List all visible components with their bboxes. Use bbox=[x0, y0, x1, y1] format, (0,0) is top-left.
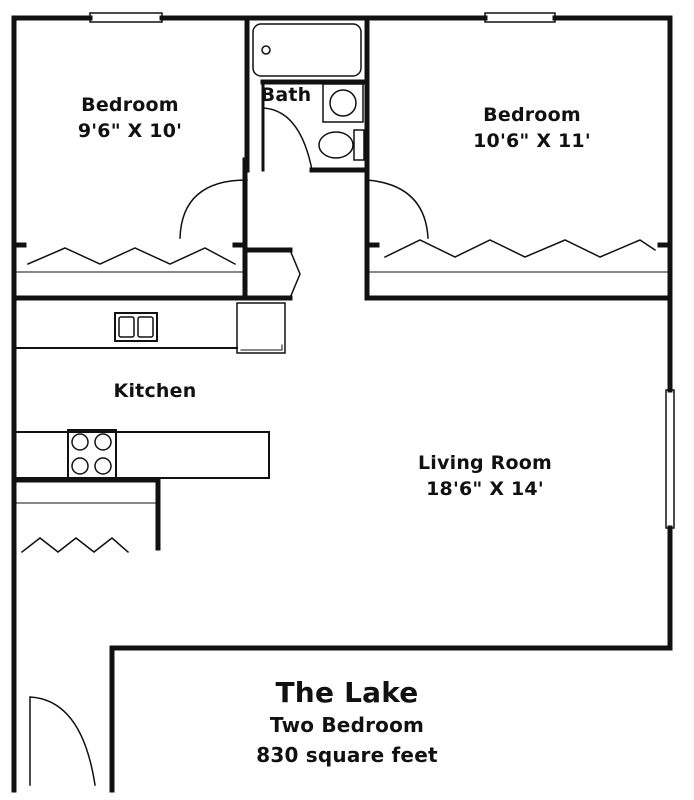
room-name: Bath bbox=[260, 84, 312, 106]
pantry-wall bbox=[11, 477, 161, 551]
burner bbox=[94, 457, 112, 475]
burner bbox=[71, 457, 89, 475]
closet-bifold-right bbox=[383, 239, 657, 259]
bathtub bbox=[252, 23, 362, 77]
window-bedroom-left bbox=[89, 12, 163, 23]
bedroom-right-door bbox=[366, 179, 429, 239]
kitchen-sink bbox=[114, 312, 158, 342]
closet-wall-left bbox=[11, 157, 248, 301]
bath-door-swing bbox=[262, 107, 313, 171]
exterior-wall bbox=[11, 15, 673, 793]
kitchen-sink-basin-right bbox=[137, 316, 154, 338]
entry-door-swing bbox=[29, 696, 96, 786]
burner bbox=[94, 433, 112, 451]
window-living-room bbox=[665, 389, 675, 529]
bath-sink-basin bbox=[329, 89, 357, 117]
closet-wall-right bbox=[364, 167, 673, 301]
room-name: Living Room bbox=[418, 452, 552, 474]
room-label-living-room: Living Room 18'6" X 14' bbox=[418, 450, 552, 502]
kitchen-island bbox=[13, 431, 270, 479]
bedroom-left-door bbox=[179, 179, 248, 239]
plan-info: The Lake Two Bedroom 830 square feet bbox=[256, 676, 437, 770]
refrigerator bbox=[236, 302, 286, 354]
room-name: Bedroom bbox=[81, 94, 179, 116]
room-size: 9'6" X 10' bbox=[77, 120, 183, 142]
hall-closet-wall bbox=[242, 247, 293, 301]
room-label-kitchen: Kitchen bbox=[114, 378, 197, 404]
toilet-bowl bbox=[318, 131, 354, 159]
burner bbox=[71, 433, 89, 451]
bath-sink bbox=[322, 83, 364, 123]
room-label-bath: Bath bbox=[261, 82, 312, 108]
plan-area: 830 square feet bbox=[256, 743, 438, 767]
pantry-bifold bbox=[20, 537, 130, 554]
room-label-bedroom-right: Bedroom 10'6" X 11' bbox=[473, 102, 591, 154]
hall-closet-door bbox=[289, 249, 301, 299]
room-name: Bedroom bbox=[483, 104, 581, 126]
room-name: Kitchen bbox=[113, 380, 197, 402]
toilet-tank bbox=[353, 129, 365, 161]
closet-bifold-left bbox=[27, 247, 237, 266]
room-label-bedroom-left: Bedroom 9'6" X 10' bbox=[78, 92, 182, 144]
room-size: 10'6" X 11' bbox=[473, 130, 591, 152]
refrigerator-door bbox=[240, 344, 283, 351]
bath-wall bbox=[244, 15, 370, 173]
plan-title: The Lake bbox=[275, 676, 419, 709]
bathtub-drain bbox=[261, 45, 271, 55]
room-size: 18'6" X 14' bbox=[426, 478, 544, 500]
window-bedroom-right bbox=[484, 12, 556, 23]
kitchen-sink-basin-left bbox=[118, 316, 135, 338]
plan-type: Two Bedroom bbox=[269, 713, 425, 737]
